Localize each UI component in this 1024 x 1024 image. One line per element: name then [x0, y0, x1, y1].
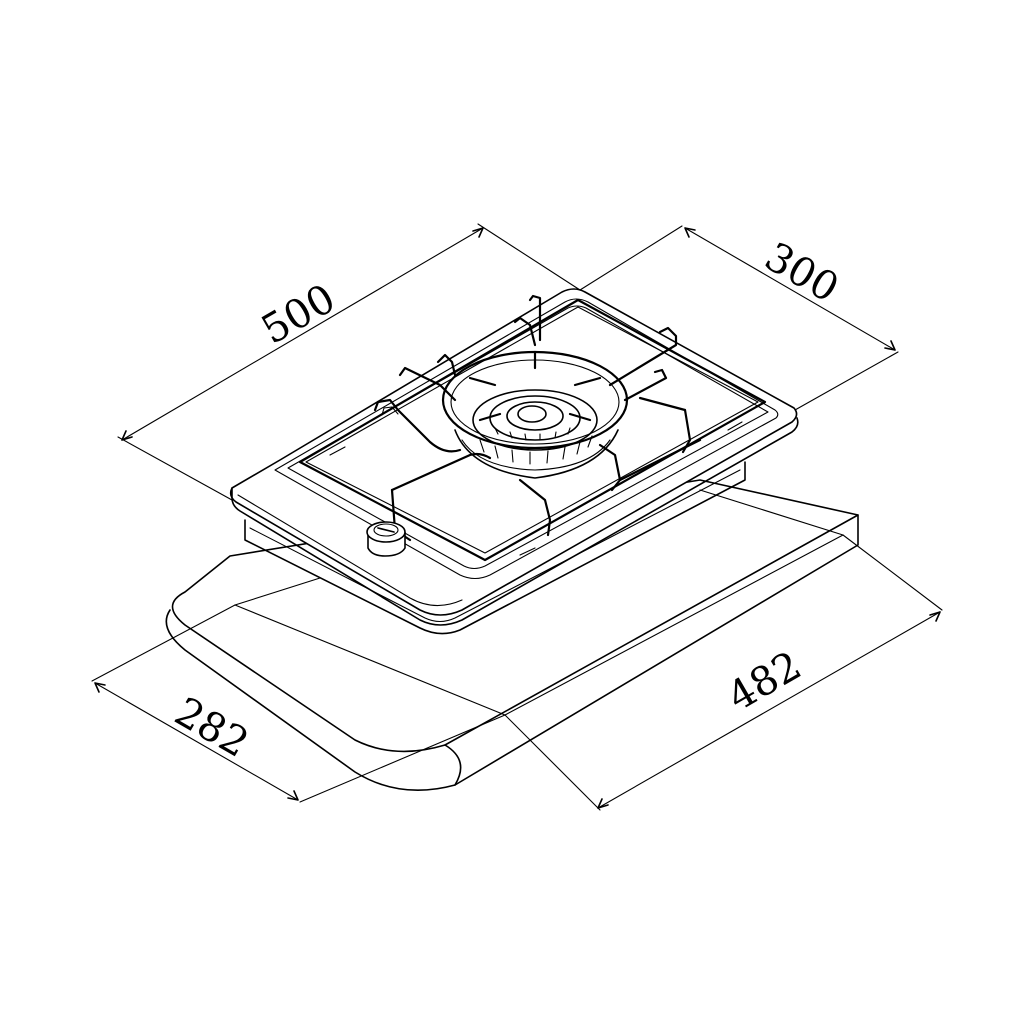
- dimension-500-label: 500: [254, 276, 343, 354]
- countertop: [165, 479, 859, 792]
- cutout-opening: [234, 489, 844, 716]
- dimension-300-label: 300: [757, 234, 846, 312]
- control-knob: [366, 521, 406, 557]
- wok-burner: [441, 350, 629, 479]
- dimension-lines: [91, 223, 943, 811]
- dimension-482-label: 482: [720, 643, 809, 721]
- dimension-282-label: 282: [167, 689, 256, 767]
- pan-support: [298, 294, 767, 562]
- hob-body: [229, 288, 799, 635]
